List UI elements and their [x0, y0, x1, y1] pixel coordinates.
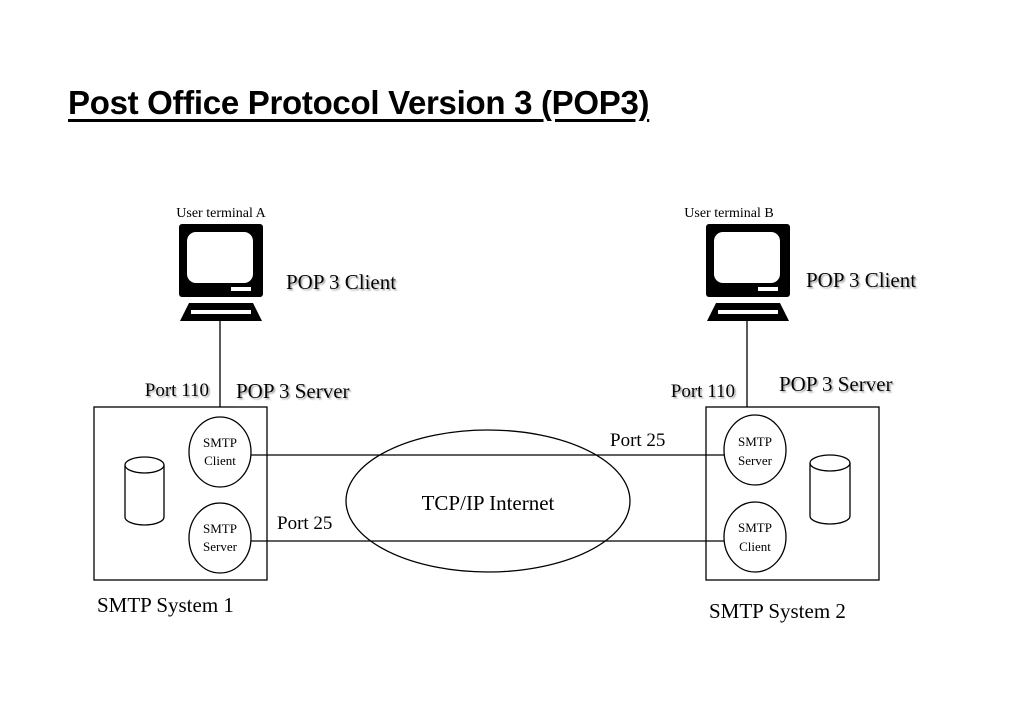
- node-line2: Client: [739, 539, 771, 554]
- node-line1: SMTP: [203, 521, 237, 536]
- system-1-label: SMTP System 1: [97, 593, 234, 617]
- node-line1: SMTP: [738, 434, 772, 449]
- terminal-a-role: POP 3 Client: [286, 270, 396, 294]
- user-terminal-b: User terminal B POP 3 Client: [684, 206, 916, 321]
- system-2-label: SMTP System 2: [709, 599, 846, 623]
- terminal-a-label: User terminal A: [176, 206, 266, 221]
- system-2-smtp-server-node: SMTP Server: [723, 414, 787, 486]
- system-2-smtp-client-node: SMTP Client: [723, 501, 787, 573]
- bottom-link-port-label: Port 25: [277, 513, 332, 534]
- tcp-ip-internet-cloud: TCP/IP Internet: [345, 429, 631, 573]
- database-cylinder-icon: [124, 456, 165, 526]
- system-1-box: [93, 406, 268, 581]
- user-terminal-a: User terminal A POP 3 Client: [176, 206, 396, 321]
- node-line2: Server: [738, 453, 773, 468]
- system-1-pop-port: Port 110: [145, 380, 209, 401]
- terminal-b-label: User terminal B: [684, 206, 773, 221]
- node-line2: Server: [203, 539, 238, 554]
- database-cylinder-icon: [809, 454, 851, 525]
- top-link-port-label: Port 25: [610, 430, 665, 451]
- node-line2: Client: [204, 453, 236, 468]
- system-1-smtp-server-node: SMTP Server: [188, 502, 252, 574]
- system-2-pop-port: Port 110: [671, 381, 735, 402]
- internet-label: TCP/IP Internet: [422, 491, 555, 515]
- system-1-smtp-client-node: SMTP Client: [188, 416, 252, 488]
- terminal-b-role: POP 3 Client: [806, 268, 916, 292]
- system-2-pop-role: POP 3 Server: [779, 372, 893, 396]
- page-title: Post Office Protocol Version 3 (POP3): [68, 84, 650, 121]
- computer-terminal-icon: [706, 224, 790, 321]
- system-1-pop-role: POP 3 Server: [236, 379, 350, 403]
- system-2-box: [705, 406, 880, 581]
- computer-terminal-icon: [179, 224, 263, 321]
- smtp-system-1: Port 110 POP 3 Server SMTP Client SMTP S…: [93, 379, 350, 617]
- node-line1: SMTP: [738, 520, 772, 535]
- internet-ellipse: [345, 429, 631, 573]
- smtp-system-2: Port 110 POP 3 Server SMTP Server SMTP C…: [671, 372, 893, 623]
- node-line1: SMTP: [203, 435, 237, 450]
